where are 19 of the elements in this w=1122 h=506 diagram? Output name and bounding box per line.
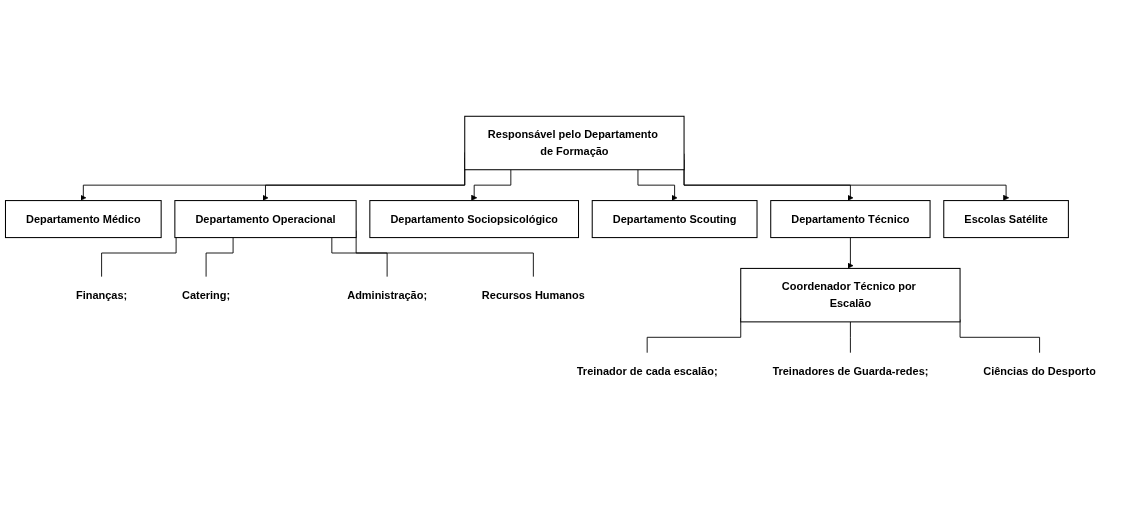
node-text: Treinadores de Guarda-redes;: [772, 365, 929, 377]
node-box: Departamento Sociopsicológico: [369, 200, 580, 239]
node-text: Finanças;: [76, 288, 128, 301]
node-box: Departamento Técnico: [770, 200, 931, 239]
node-box: Responsável pelo Departamento de Formação: [464, 115, 685, 171]
connector: [205, 237, 234, 278]
connector: [331, 237, 388, 278]
node-text: Treinador de cada escalão;: [576, 365, 718, 377]
node-text: Administração;: [347, 288, 428, 301]
node-box: Departamento Operacional: [174, 200, 357, 239]
node-text: Catering;: [182, 288, 231, 301]
connector: [849, 321, 851, 354]
connector: [101, 237, 177, 278]
node-box: Departamento Scouting: [591, 200, 758, 239]
node-box: Departamento Médico: [4, 200, 162, 239]
node-text: Recursos Humanos: [481, 288, 585, 301]
node-box: Escolas Satélite: [943, 200, 1069, 239]
node-box: Coordenador Técnico por Escalão: [740, 267, 961, 323]
node-text: Ciências do Desporto: [983, 365, 1096, 377]
